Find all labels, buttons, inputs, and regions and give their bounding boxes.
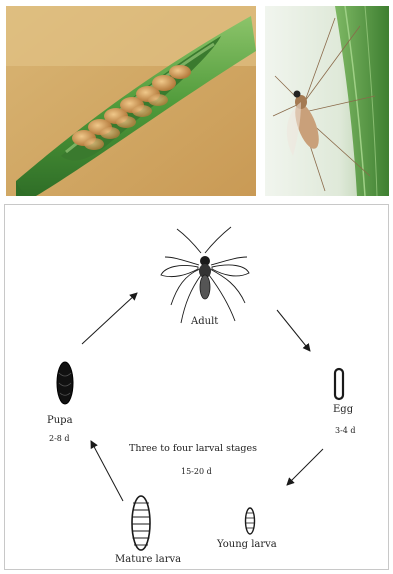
adult-abdomen (200, 275, 210, 299)
egg-label: Egg (333, 404, 353, 415)
young-larva-drawing (246, 508, 255, 534)
larval-duration: 15-20 d (181, 467, 212, 476)
adult-midge-photo (265, 6, 389, 196)
stem-cross-section-photo (6, 6, 256, 196)
life-cycle-graphic (5, 205, 390, 571)
mature-larva-drawing (132, 496, 150, 550)
arrow-egg-to-larva (287, 449, 323, 485)
stem-photo-graphic (6, 6, 256, 196)
pupa-duration: 2-8 d (49, 434, 70, 443)
adult-label: Adult (191, 316, 218, 327)
egg-duration: 3-4 d (335, 426, 356, 435)
pupa-label: Pupa (47, 415, 73, 426)
life-cycle-diagram: Adult Egg 3-4 d Three to four larval sta… (4, 204, 389, 570)
egg-drawing (335, 369, 343, 399)
arrow-pupa-to-adult (82, 293, 137, 344)
arrow-larva-to-pupa (91, 441, 123, 501)
midge-photo-graphic (265, 6, 389, 196)
arrow-adult-to-egg (277, 310, 310, 351)
larval-stages-label: Three to four larval stages (129, 443, 257, 454)
young-larva-label: Young larva (217, 539, 277, 550)
pupa-drawing (57, 362, 73, 404)
mature-larva-label: Mature larva (115, 554, 181, 565)
midge-head (294, 91, 301, 98)
